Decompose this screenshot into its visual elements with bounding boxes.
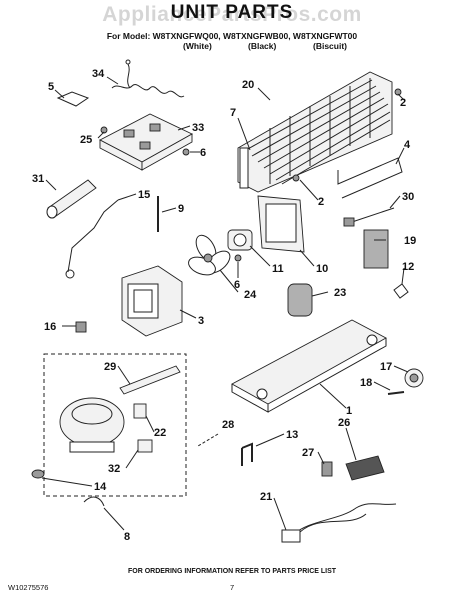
callout-26: 26 xyxy=(338,417,350,429)
callout-29: 29 xyxy=(104,361,116,373)
part-grommet xyxy=(31,469,45,479)
callout-2b: 2 xyxy=(318,196,324,208)
part-base-tray xyxy=(231,319,387,413)
callout-10: 10 xyxy=(316,263,328,275)
color-biscuit: (Biscuit) xyxy=(313,41,347,51)
callout-24: 24 xyxy=(244,289,257,301)
part-clip xyxy=(393,283,409,299)
part-bracket xyxy=(241,442,253,466)
part-fan-motor xyxy=(227,229,253,251)
part-tube xyxy=(46,179,97,219)
callout-1: 1 xyxy=(346,405,352,417)
part-pad xyxy=(287,283,313,317)
callout-7: 7 xyxy=(230,107,236,119)
callout-5: 5 xyxy=(48,81,54,93)
part-bracket xyxy=(99,113,193,171)
color-white: (White) xyxy=(183,41,212,51)
part-screw xyxy=(394,88,402,96)
part-pad xyxy=(363,229,389,269)
ordering-instruction: FOR ORDERING INFORMATION REFER TO PARTS … xyxy=(127,568,337,575)
part-label xyxy=(345,455,385,481)
part-screw xyxy=(292,174,300,182)
part-screw xyxy=(100,126,108,134)
callout-8: 8 xyxy=(124,531,130,543)
callout-33: 33 xyxy=(192,122,204,134)
callout-16: 16 xyxy=(44,321,56,333)
callout-3: 3 xyxy=(198,315,204,327)
part-screw xyxy=(182,148,190,156)
part-screw xyxy=(234,254,242,262)
leader-28 xyxy=(197,433,219,447)
callout-2: 2 xyxy=(400,97,406,109)
callout-13: 13 xyxy=(286,429,298,441)
callout-14: 14 xyxy=(94,481,107,493)
callout-28: 28 xyxy=(222,419,234,431)
callout-30: 30 xyxy=(402,191,414,203)
callout-20: 20 xyxy=(242,79,254,91)
callout-4: 4 xyxy=(404,139,411,151)
callout-34: 34 xyxy=(92,68,105,80)
callout-32: 32 xyxy=(108,463,120,475)
callout-9: 9 xyxy=(178,203,184,215)
callouts: 34 5 20 2 7 25 33 6 4 31 15 9 2 30 19 11… xyxy=(32,68,416,543)
callout-25: 25 xyxy=(80,134,92,146)
part-tube xyxy=(337,157,403,199)
callout-6b: 6 xyxy=(234,279,240,291)
doc-id: W10275576 xyxy=(8,583,49,592)
part-clip xyxy=(56,91,90,107)
part-wire-harness xyxy=(281,503,397,543)
callout-19: 19 xyxy=(404,235,416,247)
callout-21: 21 xyxy=(260,491,272,503)
part-thermistor xyxy=(343,207,395,227)
callout-12: 12 xyxy=(402,261,414,273)
part-rod-end xyxy=(65,269,75,279)
callout-17: 17 xyxy=(380,361,392,373)
part-capacitor xyxy=(119,365,181,395)
callout-27: 27 xyxy=(302,447,314,459)
part-wire-harness xyxy=(111,59,185,98)
color-black: (Black) xyxy=(248,41,277,51)
page-title: UNIT PARTS xyxy=(170,2,294,23)
part-condenser-box xyxy=(121,265,183,337)
callout-18: 18 xyxy=(360,377,372,389)
part-overload xyxy=(137,439,153,453)
callout-11: 11 xyxy=(272,263,284,275)
part-connector xyxy=(321,461,333,477)
part-bolt xyxy=(387,391,405,395)
part-rod xyxy=(67,199,119,273)
compressor-group xyxy=(43,353,187,497)
leader-lines xyxy=(41,76,409,531)
callout-23: 23 xyxy=(334,287,346,299)
part-wire xyxy=(83,496,105,507)
callout-22: 22 xyxy=(154,427,166,439)
part-compressor xyxy=(59,397,125,453)
page-number: 7 xyxy=(230,583,235,592)
part-fan-shroud xyxy=(257,195,305,253)
part-fan-blade xyxy=(188,234,231,276)
part-relay xyxy=(133,403,147,419)
part-condenser xyxy=(237,71,393,193)
watermark: AppliancePartsPros.com xyxy=(102,3,362,26)
callout-6: 6 xyxy=(200,147,206,159)
callout-15: 15 xyxy=(138,189,150,201)
callout-31: 31 xyxy=(32,173,44,185)
model-line: For Model: W8TXNGFWQ00, W8TXNGFWB00, W8T… xyxy=(106,31,358,41)
part-clip xyxy=(75,321,87,333)
part-wheel xyxy=(404,368,424,388)
